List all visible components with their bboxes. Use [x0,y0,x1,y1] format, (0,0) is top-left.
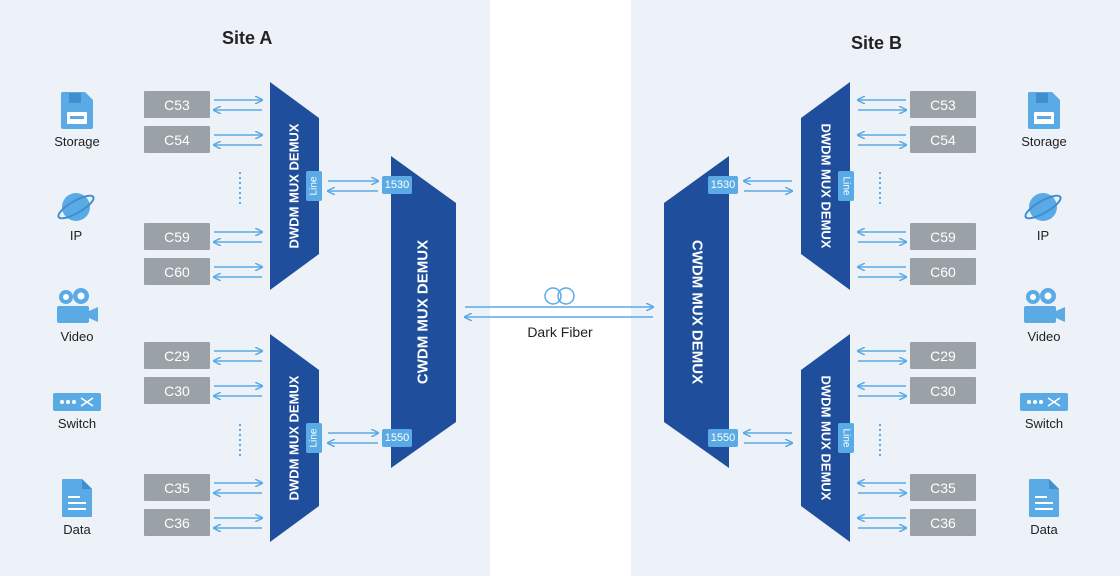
channel-a-c54: C54 [144,126,210,153]
device-switch-a: Switch [37,392,117,431]
site-a-title: Site A [222,28,273,48]
channel-b-c53: C53 [910,91,976,118]
cwdm-port-1530-b: 1530 [708,176,738,194]
cwdm-port-1530-a: 1530 [382,176,412,194]
globe-icon [1024,193,1062,221]
device-ip-a: IP [36,190,116,243]
device-video-a: Video [37,287,117,344]
device-ip-b: IP [1003,190,1083,243]
channel-b-c54: C54 [910,126,976,153]
site-a-channel-arrows [214,100,378,528]
dwdm-label-a-bottom: DWDM MUX DEMUX [286,375,302,501]
channel-a-c60: C60 [144,258,210,285]
dwdm-label-b-bottom: DWDM MUX DEMUX [818,375,834,501]
cwdm-mux-a [391,156,456,468]
channel-a-c36: C36 [144,509,210,536]
document-icon [1029,479,1059,517]
channel-b-c59: C59 [910,223,976,250]
network-switch-icon [1020,393,1068,411]
cwdm-port-1550-a: 1550 [382,429,412,447]
channel-b-c30: C30 [910,377,976,404]
document-icon [62,479,92,517]
device-storage-b: Storage [1004,90,1084,149]
channel-a-c30: C30 [144,377,210,404]
channel-a-c35: C35 [144,474,210,501]
dwdm-label-b-top: DWDM MUX DEMUX [818,123,834,249]
cwdm-port-1550-b: 1550 [708,429,738,447]
channel-b-c60: C60 [910,258,976,285]
dark-fiber-label: Dark Fiber [527,324,593,340]
floppy-disk-icon [60,92,93,129]
line-port-a-top: Line [306,171,322,201]
device-switch-b: Switch [1004,392,1084,431]
dwdm-mux-a-top [270,82,319,290]
video-camera-icon [57,288,98,323]
cwdm-label-a: CWDM MUX DEMUX [414,239,432,385]
site-b-channel-arrows [744,100,906,528]
channel-a-c59: C59 [144,223,210,250]
dwdm-mux-a-bottom [270,334,319,542]
dwdm-mux-b-top [801,82,850,290]
line-port-b-top: Line [838,171,854,201]
line-port-b-bottom: Line [838,423,854,453]
channel-ellipsis-dots [239,172,881,458]
globe-icon [57,193,95,221]
channel-b-c29: C29 [910,342,976,369]
dark-fiber-link [465,287,653,317]
device-data-a: Data [37,478,117,537]
line-port-a-bottom: Line [306,423,322,453]
cwdm-label-b: CWDM MUX DEMUX [688,239,706,385]
device-storage-a: Storage [37,90,117,149]
site-b-title: Site B [851,33,903,53]
channel-b-c35: C35 [910,474,976,501]
device-data-b: Data [1004,478,1084,537]
dwdm-mux-b-bottom [801,334,850,542]
video-camera-icon [1024,288,1065,323]
channel-a-c53: C53 [144,91,210,118]
floppy-disk-icon [1027,92,1060,129]
cwdm-mux-b [664,156,729,468]
network-switch-icon [53,393,101,411]
device-video-b: Video [1004,287,1084,344]
channel-a-c29: C29 [144,342,210,369]
channel-b-c36: C36 [910,509,976,536]
dwdm-label-a-top: DWDM MUX DEMUX [286,123,302,249]
